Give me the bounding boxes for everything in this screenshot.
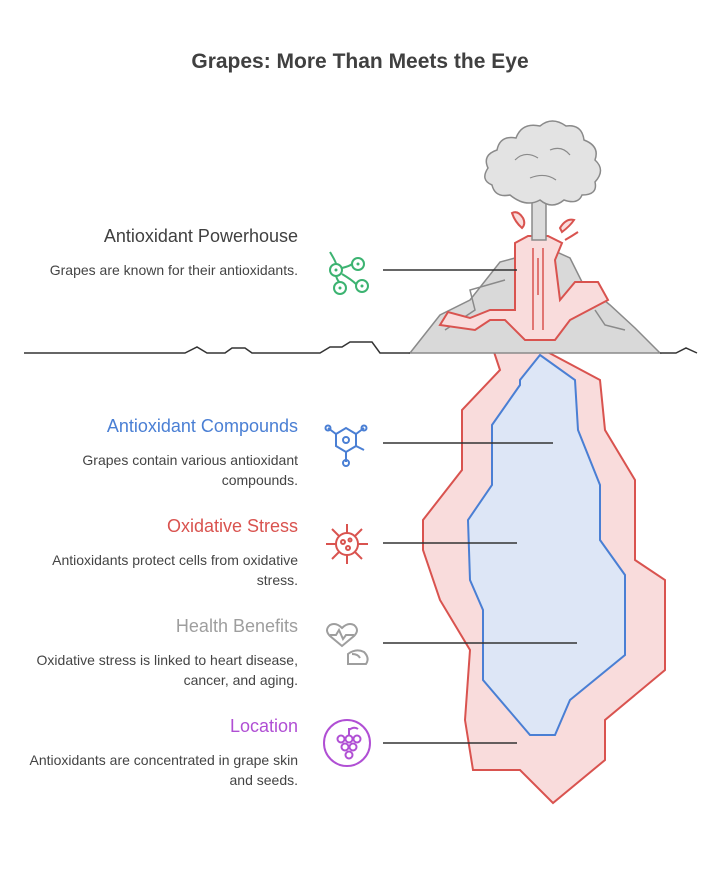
item-label-location: Location <box>229 716 298 736</box>
inner-chamber <box>466 353 626 736</box>
lava-splash <box>510 211 526 230</box>
item-description: Grapes are known for their antioxidants. <box>49 262 298 278</box>
item-label-antioxidant-compounds: Antioxidant Compounds <box>106 416 298 436</box>
smoke-cloud <box>484 120 602 206</box>
item-label-oxidative-stress: Oxidative Stress <box>166 516 298 536</box>
cell-icon <box>326 524 368 564</box>
molecule-icon <box>324 424 368 467</box>
item-description: Grapes contain various antioxidant compo… <box>82 452 298 488</box>
item-label-antioxidant-powerhouse: Antioxidant Powerhouse <box>103 226 298 246</box>
ground-line <box>24 341 698 354</box>
item-description: Antioxidants protect cells from oxidativ… <box>52 552 298 588</box>
item-description: Antioxidants are concentrated in grape s… <box>29 752 299 788</box>
page-title: Grapes: More Than Meets the Eye <box>191 50 529 73</box>
lava-conduit <box>438 235 610 341</box>
item-label-health-benefits: Health Benefits <box>175 616 298 636</box>
grape-icon <box>323 719 371 767</box>
branch-icon <box>329 251 369 295</box>
heart-arm-icon <box>326 623 369 665</box>
item-description: Oxidative stress is linked to heart dise… <box>36 652 298 688</box>
lava-splash <box>558 218 576 234</box>
